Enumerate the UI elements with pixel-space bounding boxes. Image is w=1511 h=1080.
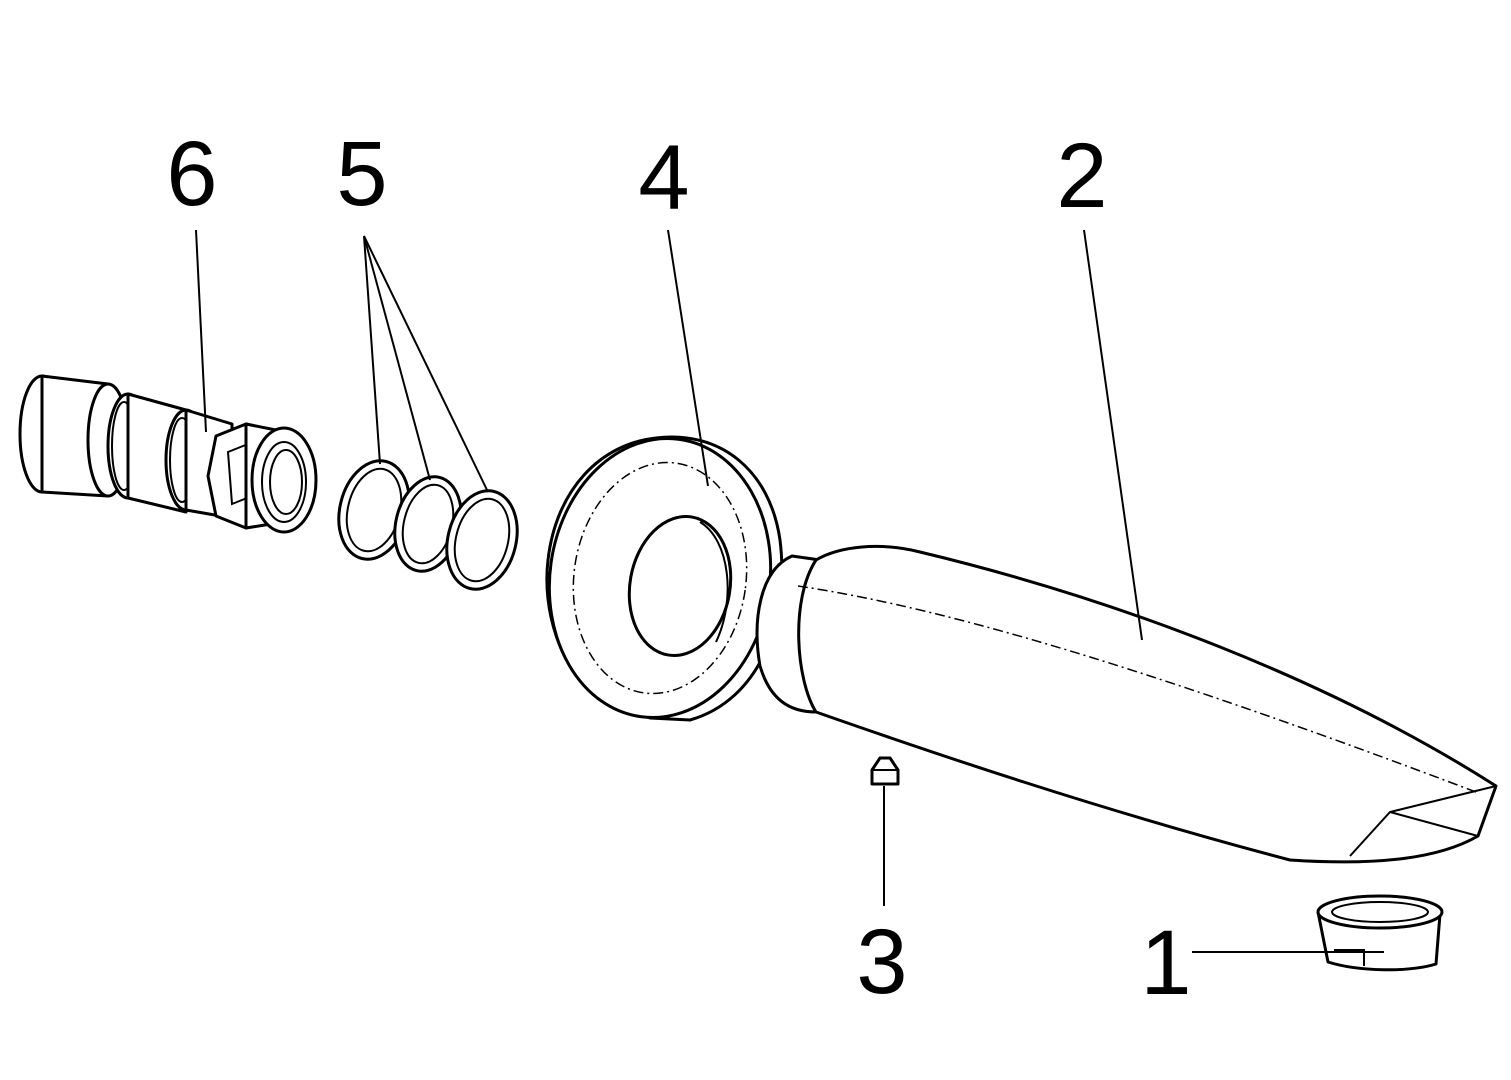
part-3-set-screw — [870, 756, 900, 786]
callout-labels: 6 5 4 2 3 1 — [166, 123, 1191, 1014]
part-6-connector — [18, 374, 318, 534]
part-4-rosette — [545, 435, 784, 722]
part-5-o-rings — [337, 459, 519, 591]
callout-6: 6 — [166, 123, 217, 225]
callout-1: 1 — [1140, 912, 1191, 1014]
callout-2: 2 — [1056, 125, 1107, 227]
part-2-spout — [755, 544, 1498, 864]
callout-3: 3 — [856, 911, 907, 1013]
callout-4: 4 — [638, 127, 689, 229]
part-1-aerator — [1316, 894, 1444, 972]
leader-lines — [195, 229, 1384, 953]
callout-5: 5 — [336, 123, 387, 225]
